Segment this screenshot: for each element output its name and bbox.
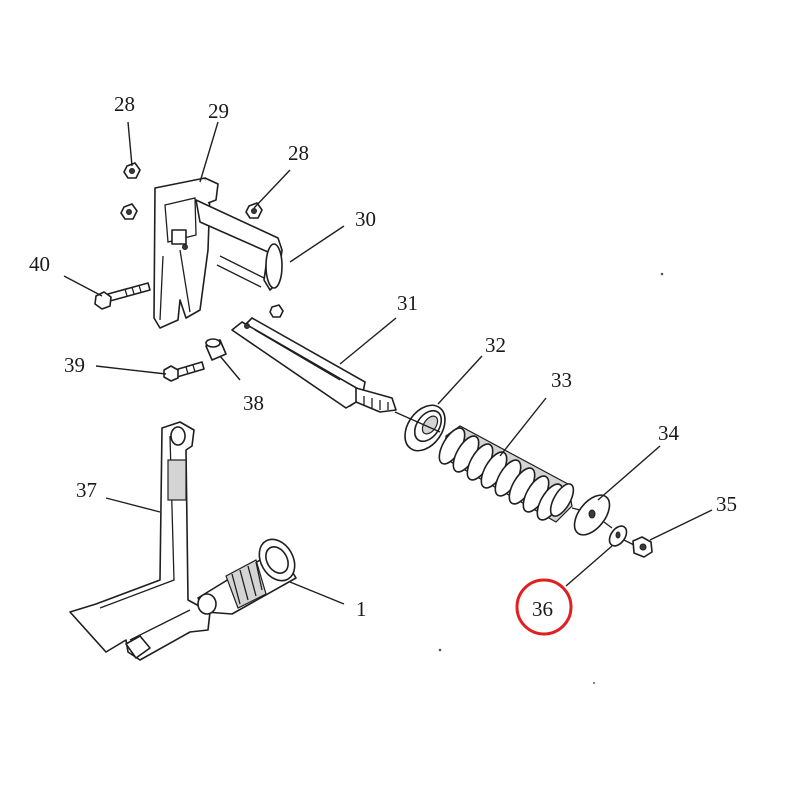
- bracket-29: [153, 177, 283, 329]
- label-29: 29: [208, 99, 229, 123]
- leader-29: [199, 121, 219, 183]
- label-1: 1: [356, 597, 367, 621]
- leader-36: [565, 545, 613, 587]
- label-31: 31: [397, 291, 418, 315]
- washer-36: [608, 525, 628, 547]
- label-30: 30: [355, 207, 376, 231]
- leader-38: [219, 355, 241, 381]
- leader-32: [437, 355, 483, 405]
- highlight-circle-36: [515, 578, 573, 636]
- leader-34: [597, 445, 661, 501]
- label-33: 33: [551, 368, 572, 392]
- label-28-right: 28: [288, 141, 309, 165]
- label-28-top: 28: [114, 92, 135, 116]
- leader-31: [339, 317, 397, 365]
- bolt-40: [94, 282, 151, 310]
- leader-28-right: [253, 169, 291, 209]
- pedal-lever-37: [69, 421, 211, 661]
- nut-28-top: [123, 162, 141, 179]
- callout-labels: 28 29 28 30 40 31 32 39 38 33 34 37 35 3…: [29, 92, 737, 621]
- rod-31: [231, 317, 397, 413]
- label-32: 32: [485, 333, 506, 357]
- nut-28-small: [269, 304, 284, 318]
- nut-35: [632, 536, 653, 558]
- label-34: 34: [658, 421, 680, 445]
- label-35: 35: [716, 492, 737, 516]
- label-39: 39: [64, 353, 85, 377]
- label-36: 36: [532, 597, 553, 621]
- bushing-38: [205, 338, 227, 361]
- bolt-39: [163, 361, 205, 382]
- leader-33: [499, 397, 547, 457]
- leader-40: [63, 275, 103, 297]
- scan-specks: [438, 272, 664, 685]
- nut-28-right: [245, 202, 263, 219]
- leader-37: [105, 497, 161, 513]
- leader-39: [95, 365, 167, 375]
- spring-33: [438, 425, 575, 523]
- sleeve-1: [197, 538, 297, 615]
- label-38: 38: [243, 391, 264, 415]
- leader-1: [289, 581, 345, 605]
- center-axis-line: [394, 411, 635, 546]
- label-40: 40: [29, 252, 50, 276]
- leader-lines: [63, 121, 713, 605]
- leader-30: [289, 225, 345, 263]
- nut-28-left: [120, 203, 138, 220]
- leader-35: [649, 509, 713, 541]
- label-37: 37: [76, 478, 97, 502]
- washer-34: [573, 494, 611, 536]
- leader-28-top: [127, 121, 133, 167]
